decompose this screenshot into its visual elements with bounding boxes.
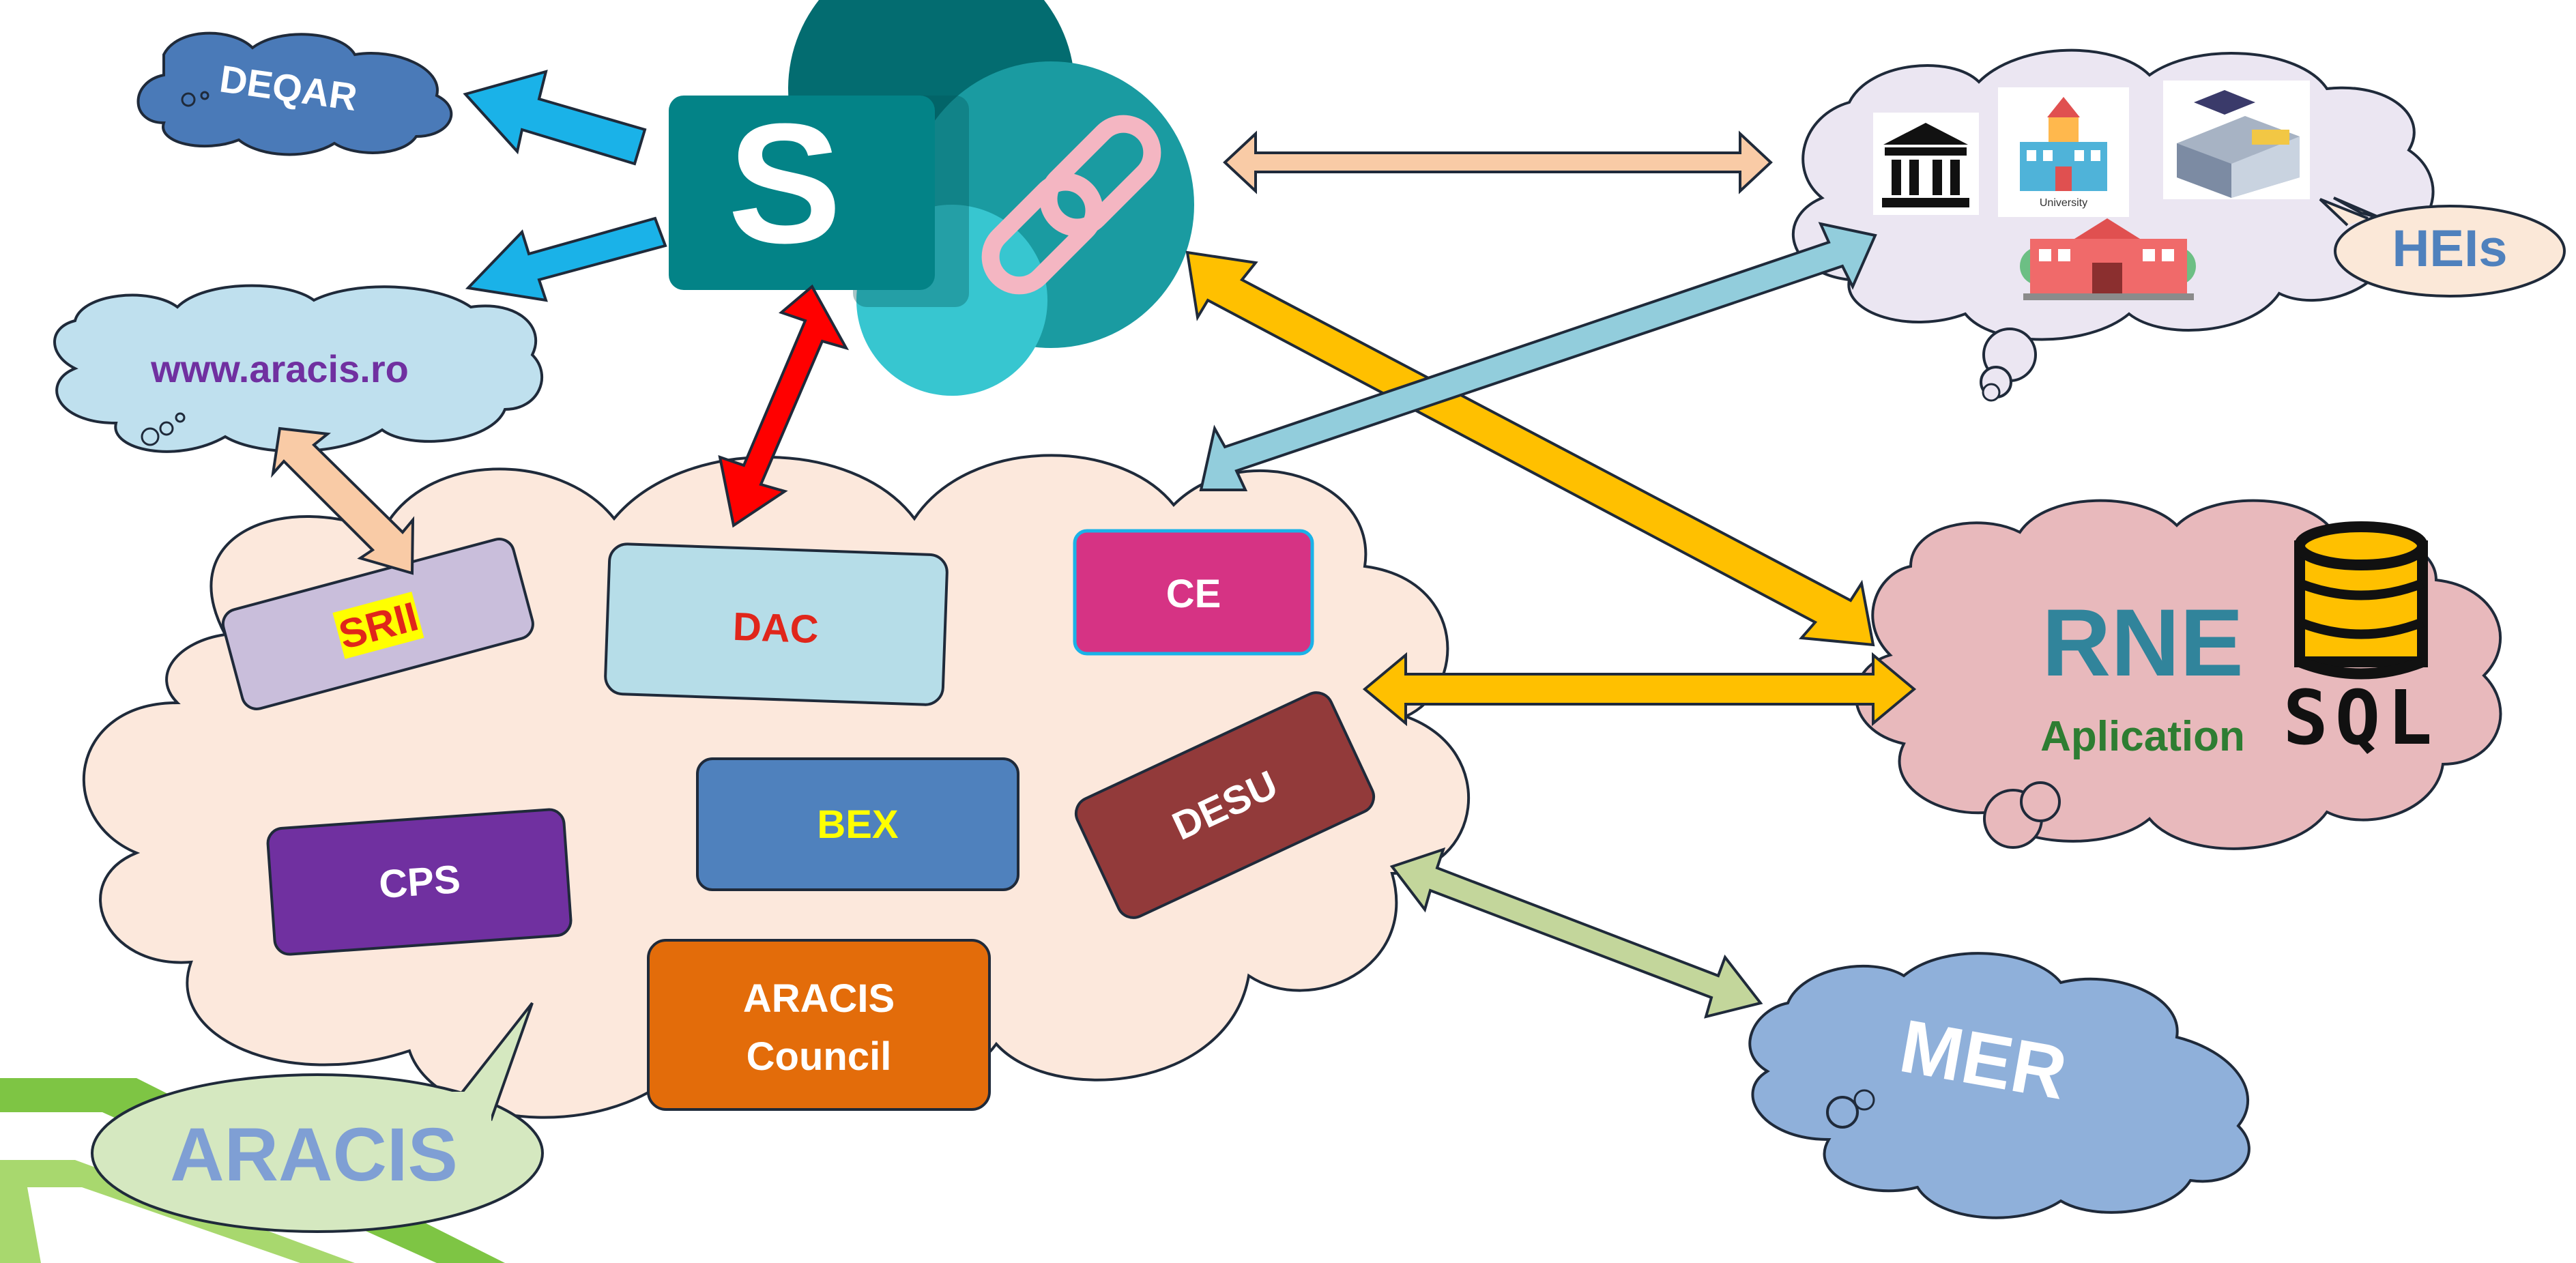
- aracis-council-box[interactable]: ARACIS Council: [647, 939, 991, 1111]
- aracis-label: ARACIS: [170, 1113, 458, 1197]
- bank-icon: [1873, 113, 1979, 215]
- heis-label: HEIs: [2392, 220, 2508, 278]
- council-label-line2: Council: [747, 1034, 892, 1079]
- aracis-bubble: ARACIS: [91, 1002, 544, 1233]
- heis-cloud: University: [1792, 48, 2435, 402]
- desu-box[interactable]: DESU: [1071, 687, 1379, 923]
- bex-box[interactable]: BEX: [696, 757, 1019, 891]
- arrow-desu-mer: [1389, 847, 1763, 1019]
- link-icon: [981, 115, 1161, 295]
- ce-box[interactable]: CE: [1073, 529, 1314, 656]
- dac-box[interactable]: DAC: [604, 542, 949, 706]
- sharepoint-letter: S: [728, 88, 842, 278]
- campus-building-icon: [2163, 81, 2310, 199]
- srii-box[interactable]: SRII: [220, 536, 536, 712]
- arrow-sharepoint-rne: [1185, 250, 1875, 647]
- cps-box[interactable]: CPS: [266, 808, 573, 956]
- university-icon: University: [1998, 87, 2129, 217]
- cps-label: CPS: [377, 857, 462, 907]
- aracis-website-cloud: www.aracis.ro: [53, 284, 544, 453]
- school-building-icon: [2020, 218, 2196, 300]
- arrow-sharepoint-to-deqar: [463, 70, 647, 166]
- university-caption: University: [2040, 197, 2087, 209]
- database-icon: [2294, 521, 2428, 680]
- heis-bubble: HEIs: [2319, 197, 2566, 297]
- sql-label: SQL: [2283, 674, 2440, 761]
- mer-cloud: MER: [1748, 952, 2251, 1219]
- arrow-sharepoint-to-website: [465, 216, 667, 302]
- arrow-website-srii: [271, 426, 415, 575]
- rne-cloud: RNE Aplication SQL: [1854, 499, 2502, 850]
- dac-label: DAC: [732, 605, 820, 652]
- arrow-ce-heis: [1199, 222, 1877, 491]
- arrow-sharepoint-heis: [1223, 130, 1773, 194]
- arrow-sharepoint-dac: [718, 284, 850, 528]
- rne-subtitle: Aplication: [2040, 713, 2245, 760]
- sharepoint-logo[interactable]: S: [669, 0, 1194, 396]
- ce-label: CE: [1166, 572, 1221, 616]
- sharepoint-tile: [669, 96, 935, 290]
- aracis-website-label[interactable]: www.aracis.ro: [150, 347, 409, 390]
- rne-title: RNE: [2042, 589, 2244, 696]
- deqar-cloud: DEQAR: [136, 31, 453, 156]
- bex-label: BEX: [817, 802, 899, 847]
- council-label-line1: ARACIS: [743, 976, 895, 1021]
- arrow-aracis-rne: [1362, 652, 1917, 727]
